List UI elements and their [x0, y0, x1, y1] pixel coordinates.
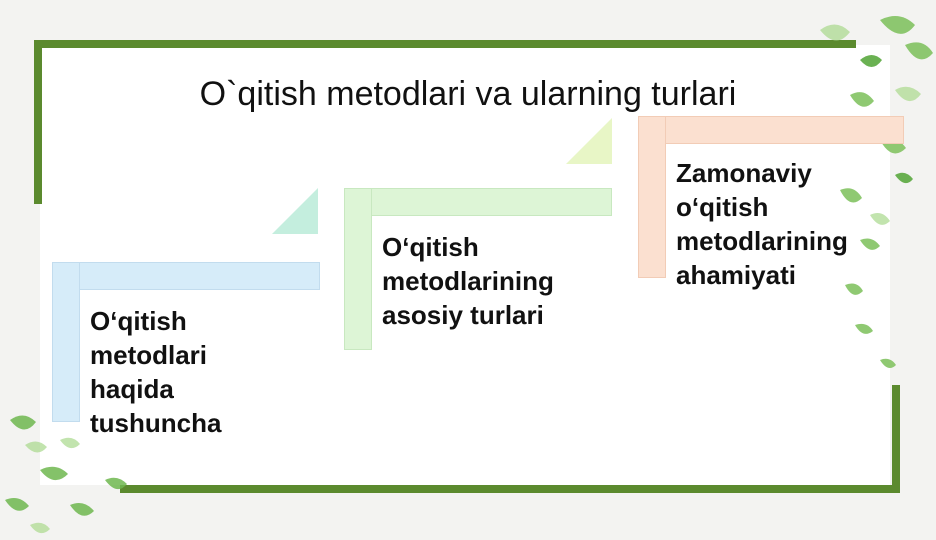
frame-left-border — [34, 40, 42, 204]
frame-top-border — [34, 40, 856, 48]
step-1-bar-horizontal — [52, 262, 320, 290]
step-1-accent-triangle — [272, 188, 318, 234]
step-1-bar-vertical — [52, 262, 80, 422]
step-2-bar-horizontal — [344, 188, 612, 216]
step-2-accent-triangle — [566, 118, 612, 164]
slide-title: O`qitish metodlari va ularning turlari — [199, 74, 737, 113]
frame-bottom-border — [120, 485, 900, 493]
step-1-label: O‘qitish metodlari haqida tushuncha — [90, 306, 222, 438]
step-3-label: Zamonaviy o‘qitish metodlarining ahamiya… — [676, 158, 848, 290]
step-3-bar-vertical — [638, 116, 666, 278]
step-2-bar-vertical — [344, 188, 372, 350]
step-3-bar-horizontal — [638, 116, 904, 144]
frame-right-border — [892, 385, 900, 491]
step-2-label: O‘qitish metodlarining asosiy turlari — [382, 232, 554, 330]
